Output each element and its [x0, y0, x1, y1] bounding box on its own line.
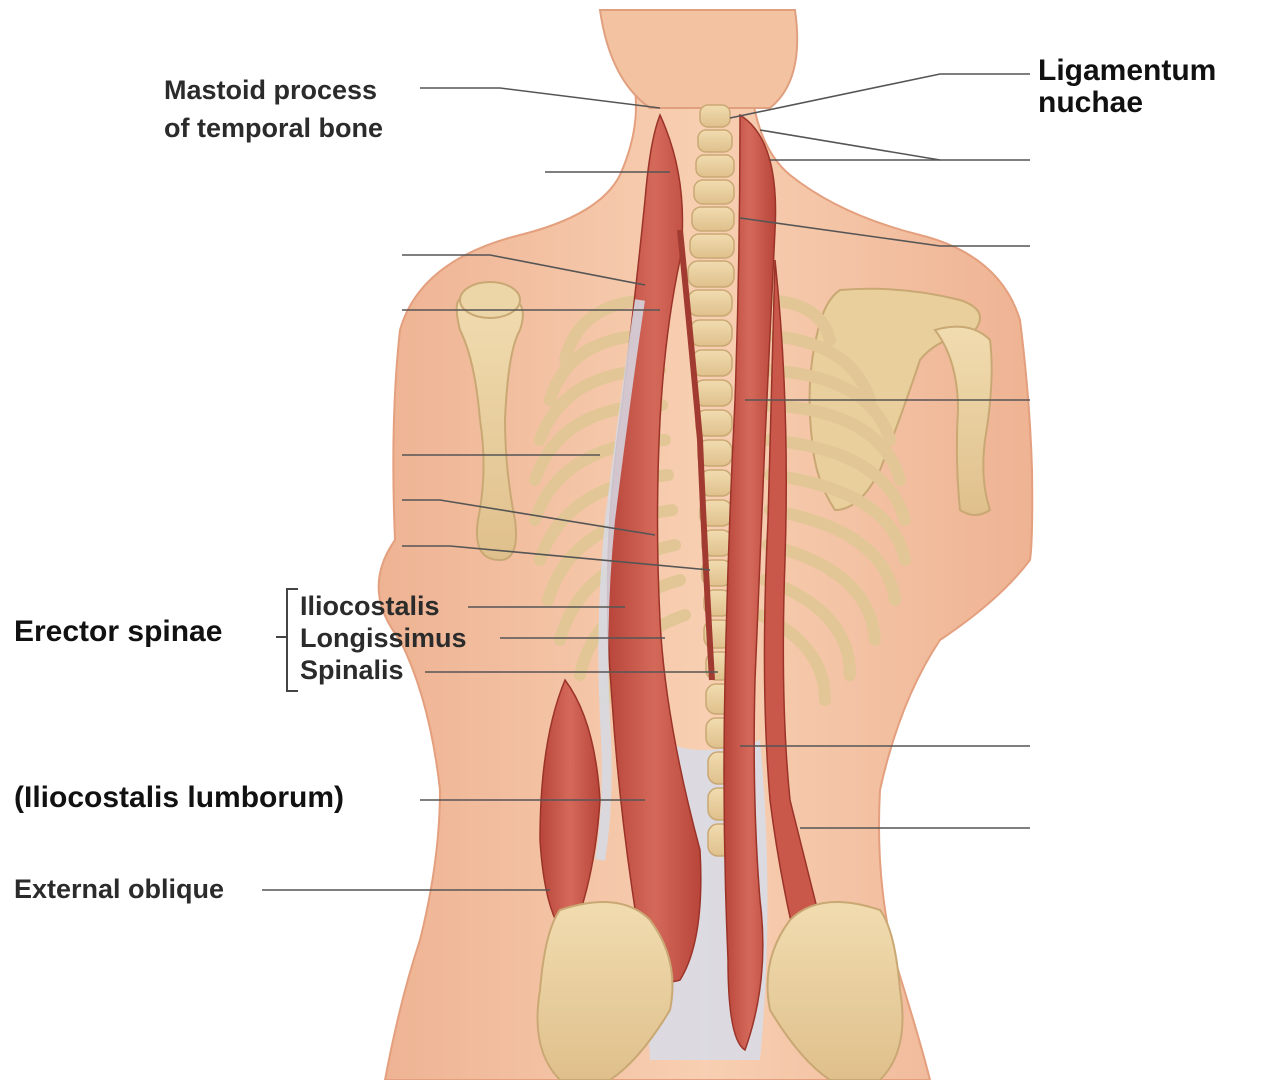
label-iliocostalis-lumborum: (Iliocostalis lumborum)	[14, 783, 344, 813]
label-spinalis: Spinalis	[300, 657, 404, 684]
label-mastoid-process: Mastoid process of temporal bone	[164, 72, 383, 148]
label-mastoid-line2: of temporal bone	[164, 110, 383, 148]
erector-spinae-bracket	[286, 588, 298, 692]
label-external-oblique: External oblique	[14, 876, 224, 903]
label-ligamentum-line2: nuchae	[1038, 87, 1216, 119]
label-longissimus: Longissimus	[300, 625, 467, 652]
label-ligamentum-line1: Ligamentum	[1038, 55, 1216, 87]
label-ligamentum-nuchae: Ligamentum nuchae	[1038, 55, 1216, 120]
bracket-tick	[276, 636, 286, 638]
label-mastoid-line1: Mastoid process	[164, 72, 383, 110]
label-iliocostalis: Iliocostalis	[300, 593, 440, 620]
label-erector-spinae: Erector spinae	[14, 617, 222, 647]
